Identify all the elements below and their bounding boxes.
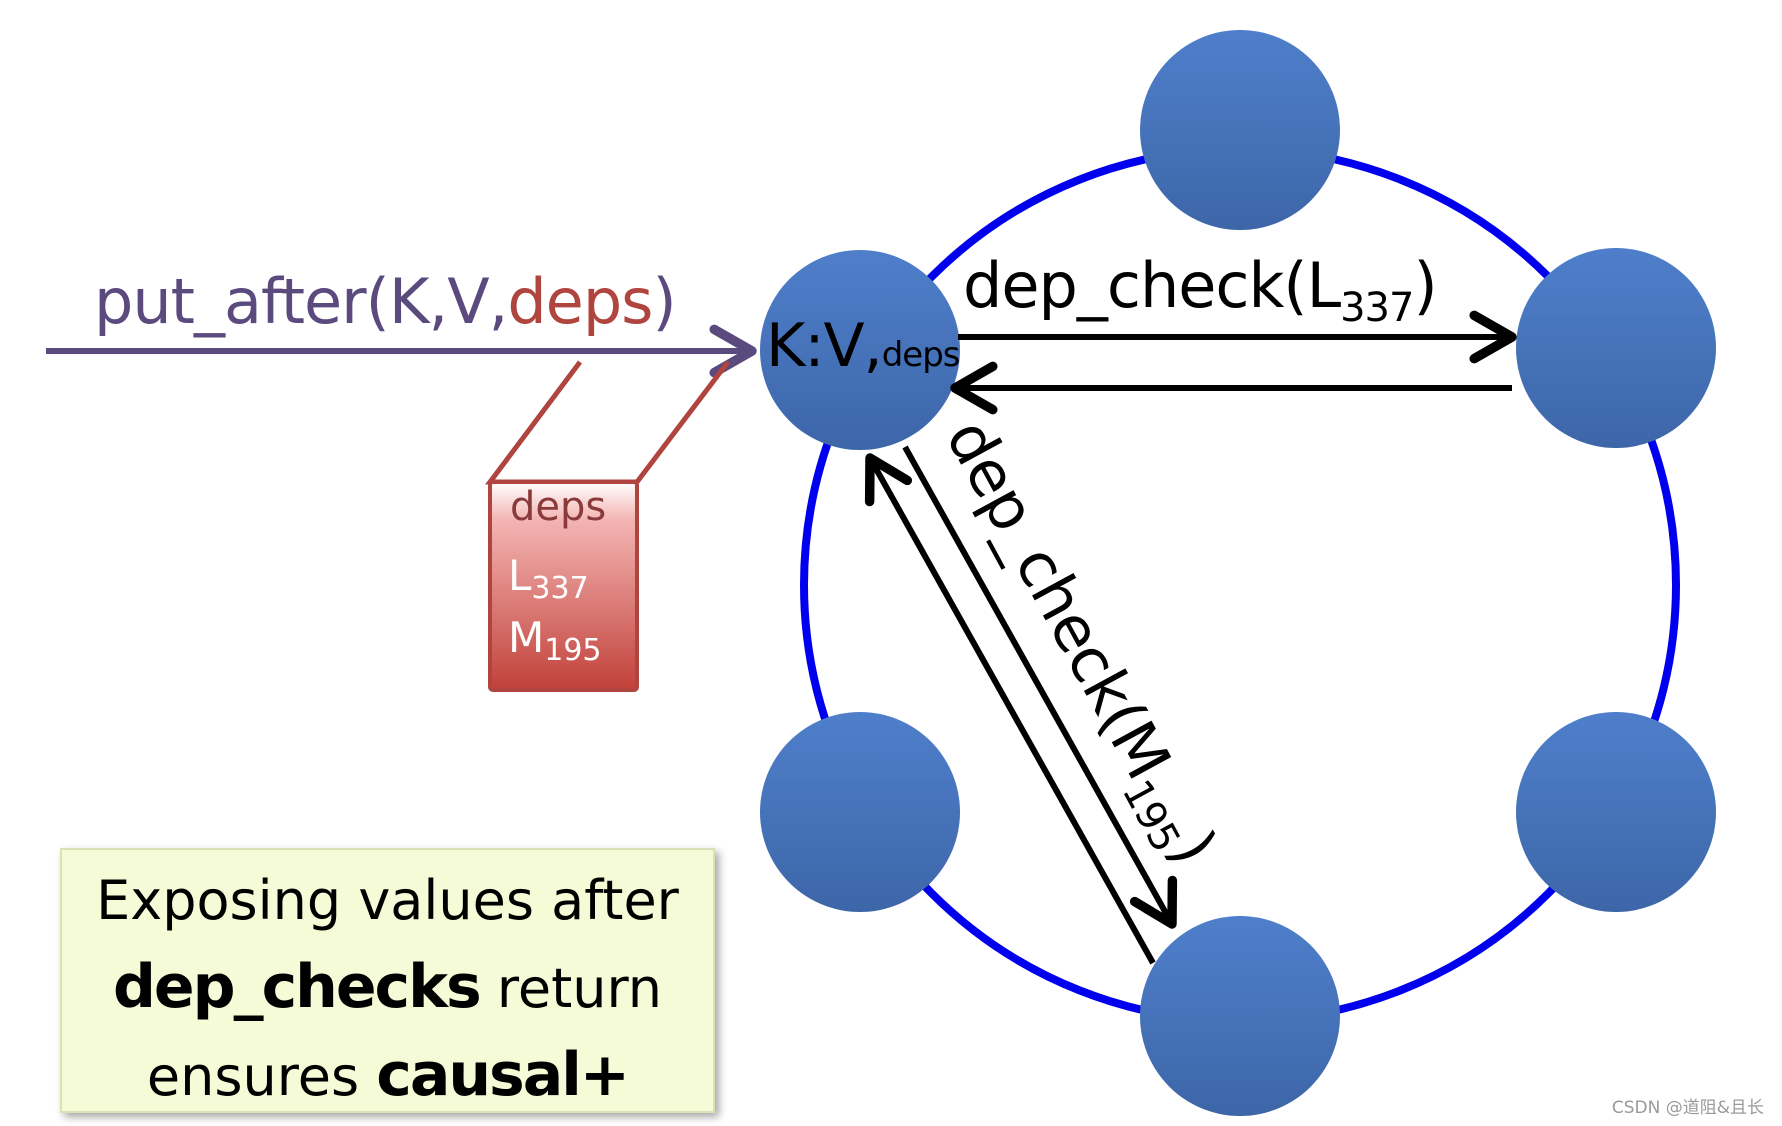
node-bottom xyxy=(1140,916,1340,1116)
dep-check-m-request-arrow xyxy=(902,445,1178,929)
deps-connector xyxy=(485,360,730,485)
deps-box-item-l: L337 xyxy=(508,551,589,606)
callout-causal: causal+ xyxy=(376,1040,630,1110)
dep-check-l-label: dep_check(L337) xyxy=(963,249,1437,331)
dep-check-m-response-arrow xyxy=(864,453,1156,965)
callout-ensures: ensures xyxy=(146,1045,377,1108)
callout-line-2: dep_checks return xyxy=(62,944,713,1032)
callout-dep-checks: dep_checks xyxy=(112,952,482,1022)
node-top xyxy=(1140,30,1340,230)
callout-return: return xyxy=(479,957,663,1020)
deps-box xyxy=(488,480,639,692)
deps-box-item-m: M195 xyxy=(508,613,602,668)
node-lower-right xyxy=(1516,712,1716,912)
kv-label: K:V,deps xyxy=(766,311,960,381)
dep-check-m-label: dep_check(M195) xyxy=(924,407,1231,879)
put-after-label: put_after(K,V,deps) xyxy=(94,265,676,338)
callout-line-1: Exposing values after xyxy=(96,869,679,932)
node-upper-left xyxy=(760,250,960,450)
callout-box: Exposing values after dep_checks return … xyxy=(60,848,715,1113)
node-lower-left xyxy=(760,712,960,912)
node-upper-right xyxy=(1516,248,1716,448)
callout-line-3: ensures causal+ xyxy=(62,1032,713,1120)
deps-box-title: deps xyxy=(510,484,606,530)
watermark: CSDN @道阻&且长 xyxy=(1611,1098,1764,1118)
